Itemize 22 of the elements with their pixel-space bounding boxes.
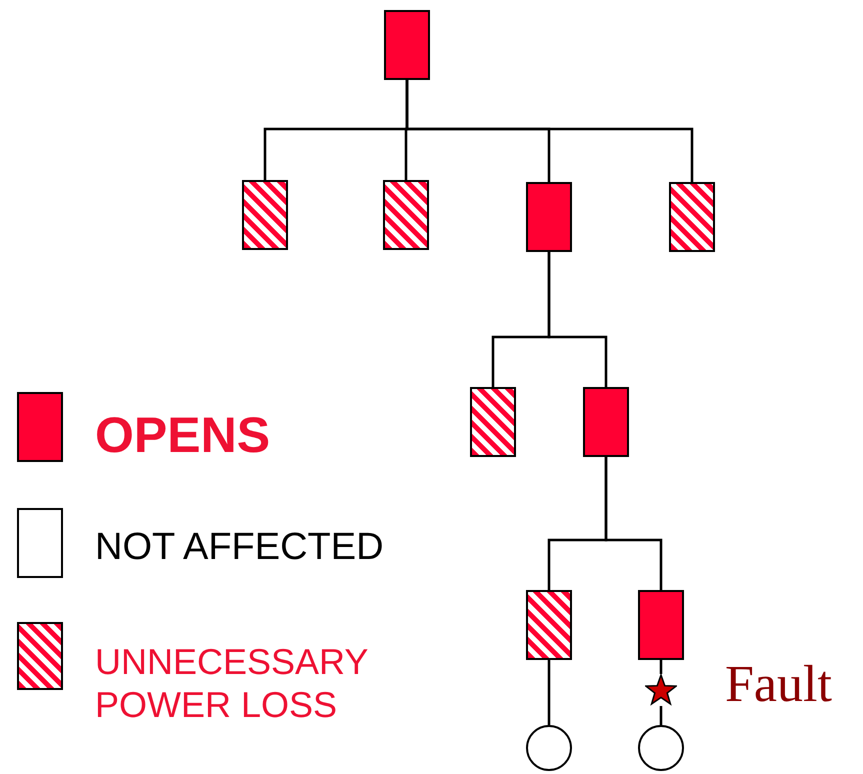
breaker-box bbox=[669, 182, 715, 252]
breaker-box bbox=[526, 182, 572, 252]
breaker-box bbox=[242, 180, 288, 250]
load-circle bbox=[526, 725, 572, 771]
load-circle bbox=[638, 725, 684, 771]
fault-star-icon bbox=[645, 674, 677, 706]
legend-label: NOT AFFECTED bbox=[95, 525, 385, 570]
legend-label: OPENS bbox=[95, 406, 272, 465]
connector-line bbox=[660, 660, 662, 674]
connector-line bbox=[548, 252, 608, 387]
breaker-box bbox=[384, 10, 430, 80]
breaker-box bbox=[383, 180, 429, 250]
connector-line bbox=[604, 457, 662, 590]
breaker-box bbox=[526, 590, 572, 660]
fault-label: Fault bbox=[725, 656, 832, 714]
breaker-box bbox=[583, 387, 629, 457]
breaker-box bbox=[638, 590, 684, 660]
connector-line bbox=[406, 80, 694, 182]
connector-line bbox=[660, 706, 662, 725]
connector-line bbox=[548, 660, 550, 725]
breaker-box bbox=[470, 387, 516, 457]
legend-label: UNNECESSARY POWER LOSS bbox=[95, 640, 369, 726]
